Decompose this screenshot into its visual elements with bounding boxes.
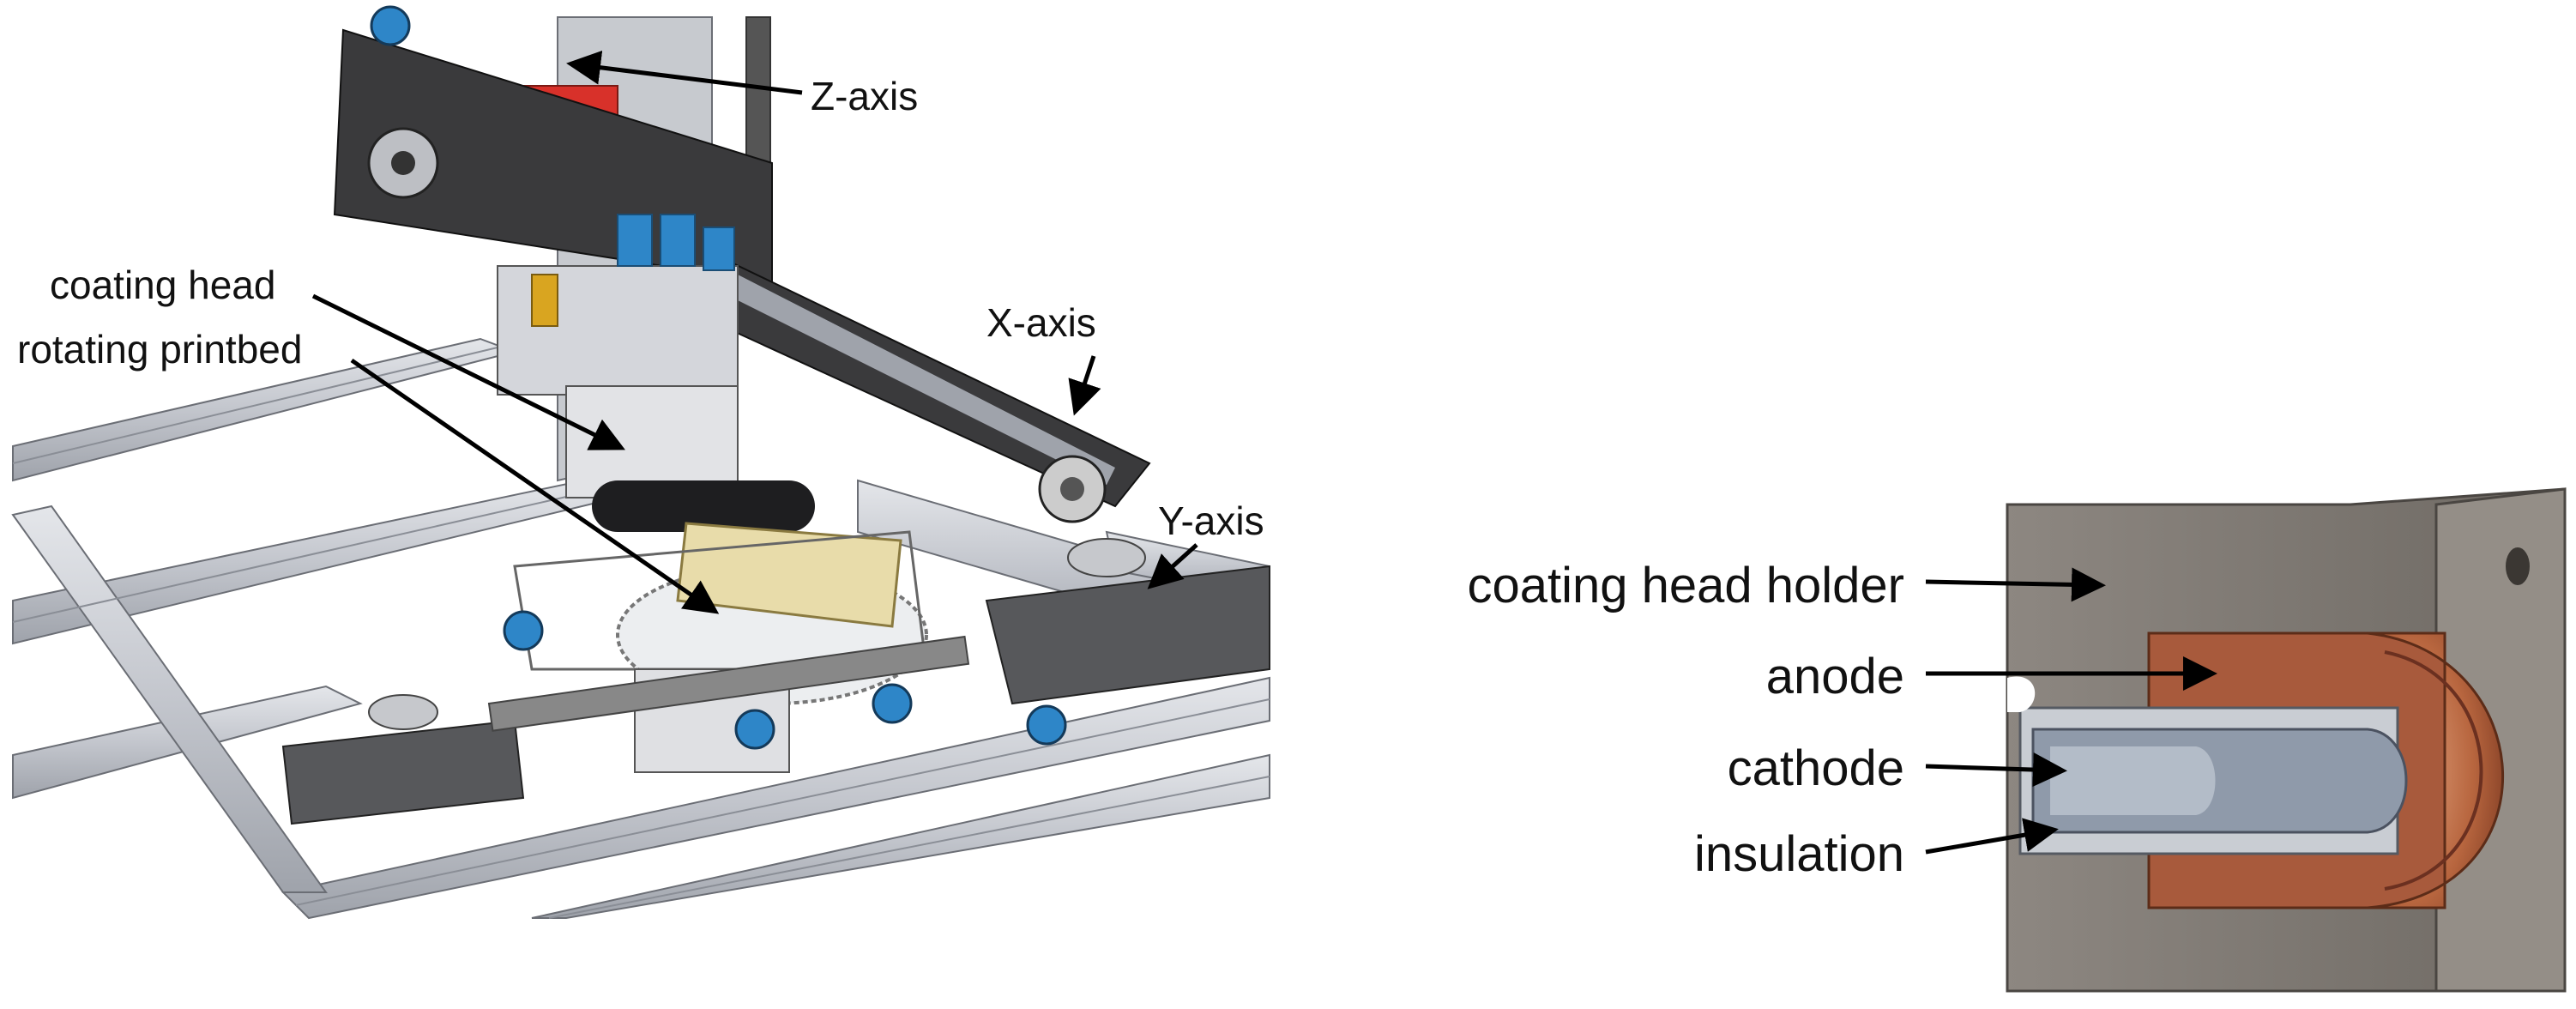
x-axis-label: X-axis bbox=[986, 300, 1096, 345]
cathode-arrow bbox=[1925, 752, 2067, 788]
insulation-arrow bbox=[1925, 818, 2059, 855]
coating-head-section bbox=[2006, 487, 2567, 993]
rotating-printbed bbox=[513, 522, 928, 773]
anode-label: anode bbox=[1766, 649, 1904, 704]
coating-head-label: coating head bbox=[50, 263, 275, 307]
y-axis-arrow bbox=[1147, 543, 1198, 589]
insulation-label: insulation bbox=[1694, 826, 1904, 882]
left-leader-arrows bbox=[311, 50, 1198, 614]
z-axis-arrow bbox=[566, 50, 803, 95]
aluminum-frame bbox=[11, 337, 1270, 920]
right-leader-arrows bbox=[1925, 567, 2217, 855]
coating-head-arrow bbox=[311, 293, 625, 450]
blue-fittings bbox=[370, 5, 1067, 750]
rotating-printbed-arrow bbox=[350, 358, 720, 614]
rotating-printbed-label: rotating printbed bbox=[17, 327, 302, 372]
coating-head-holder-arrow bbox=[1925, 567, 2106, 602]
coating-head-holder-label: coating head holder bbox=[1467, 558, 1904, 613]
x-axis-arrow bbox=[1068, 355, 1101, 416]
x-axis-plate bbox=[333, 28, 1151, 523]
y-axis-label: Y-axis bbox=[1158, 498, 1264, 543]
machine-illustration bbox=[11, 5, 1270, 920]
y-axis-plates bbox=[281, 538, 1270, 825]
z-axis-label: Z-axis bbox=[811, 74, 918, 118]
cathode-label: cathode bbox=[1728, 740, 1904, 796]
